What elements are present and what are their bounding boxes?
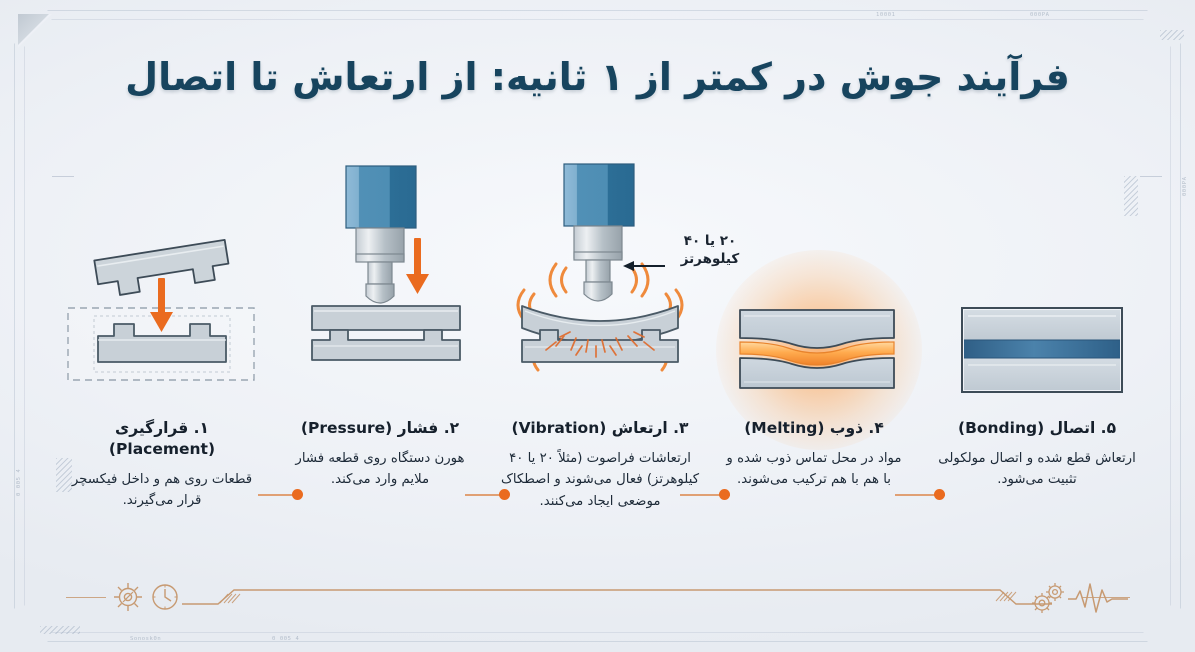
frequency-annotation: ۲۰ یا ۴۰ کیلوهرتز [664, 232, 756, 268]
ornament-line-right-hatch [982, 589, 1052, 605]
pressure-stage-icon [311, 165, 461, 361]
step-description: هورن دستگاه روی قطعه فشار ملایم وارد می‌… [295, 450, 465, 488]
step-title: ۲. فشار (Pressure) [300, 419, 460, 437]
connector-dot-2-3 [499, 489, 510, 500]
frame-code-bottom: Sonosk0n [130, 636, 162, 642]
caption-step-5: ۵. اتصال (Bonding) ارتعاش قطع شده و اتصا… [938, 418, 1136, 491]
connector-line-3-4 [680, 494, 730, 496]
frame-hatch-decoration [56, 458, 72, 492]
step-description: مواد در محل تماس ذوب شده و با هم با هم ت… [726, 450, 902, 488]
frame-tick-mark [1140, 176, 1162, 177]
step-title: ۱. قرارگیری (Placement) [108, 419, 216, 458]
ornament-line-center [182, 589, 982, 605]
step-title: ۵. اتصال (Bonding) [957, 419, 1117, 437]
stage-3-vibration-illustration [508, 150, 693, 410]
connector-dot-3-4 [719, 489, 730, 500]
frame-code-left: 0 005 4 [16, 468, 22, 496]
down-arrow-icon [406, 238, 429, 294]
connector-dot-4-5 [934, 489, 945, 500]
corner-fold-decoration [18, 14, 52, 48]
connector-line-2-3 [465, 494, 509, 496]
step-title: ۴. ذوب (Melting) [744, 419, 884, 437]
frame-hatch-decoration [1160, 30, 1184, 40]
step-title: ۳. ارتعاش (Vibration) [511, 419, 689, 437]
vibration-wave-icon [516, 262, 684, 372]
clock-icon [152, 584, 178, 610]
step-description: ارتعاشات فراصوت (مثلاً ۲۰ یا ۴۰ کیلوهرتز… [500, 450, 700, 509]
caption-step-3: ۳. ارتعاش (Vibration) ارتعاشات فراصوت (م… [496, 418, 704, 513]
vibration-stage-icon [516, 163, 684, 372]
stage-5-bonding-illustration [952, 150, 1132, 410]
double-gear-icon [1032, 583, 1064, 613]
frame-code-top-left: 10001 [876, 12, 896, 18]
placement-stage-icon [67, 238, 255, 381]
frequency-annotation-text: ۲۰ یا ۴۰ کیلوهرتز [680, 233, 740, 268]
arrow-left-icon [623, 261, 665, 271]
page-title: فرآیند جوش در کمتر از ۱ ثانیه: از ارتعاش… [125, 55, 1070, 99]
connector-line-1-2 [258, 494, 302, 496]
connector-line-4-5 [895, 494, 945, 496]
step-description: قطعات روی هم و داخل فیکسچر قرار می‌گیرند… [71, 471, 253, 509]
melting-stage-icon [739, 309, 895, 389]
step-description: ارتعاش قطع شده و اتصال مولکولی تثبیت می‌… [938, 450, 1136, 488]
caption-step-2: ۲. فشار (Pressure) هورن دستگاه روی قطعه … [282, 418, 478, 491]
friction-spark-icon [545, 331, 655, 358]
down-arrow-icon [150, 278, 173, 332]
stage-1-placement-illustration [62, 150, 262, 410]
frame-code-top-right: 000PA [1030, 12, 1050, 18]
caption-step-1: ۱. قرارگیری (Placement) قطعات روی هم و د… [60, 418, 264, 512]
frame-hatch-decoration [40, 626, 80, 634]
connector-dot-1-2 [292, 489, 303, 500]
frame-hatch-decoration [1124, 176, 1138, 216]
ornament-line-left [66, 597, 106, 599]
caption-step-4: ۴. ذوب (Melting) مواد در محل تماس ذوب شد… [722, 418, 906, 491]
process-pipeline [0, 150, 1195, 500]
ornament-line-far-right [1082, 597, 1130, 599]
stage-2-pressure-illustration [300, 150, 475, 410]
gear-icon [114, 583, 142, 611]
stage-4-melting-illustration [716, 150, 922, 450]
frame-code-bottom-2: 0 005 4 [272, 636, 300, 642]
frame-tick-mark [52, 176, 74, 177]
bonding-stage-icon [961, 307, 1123, 393]
